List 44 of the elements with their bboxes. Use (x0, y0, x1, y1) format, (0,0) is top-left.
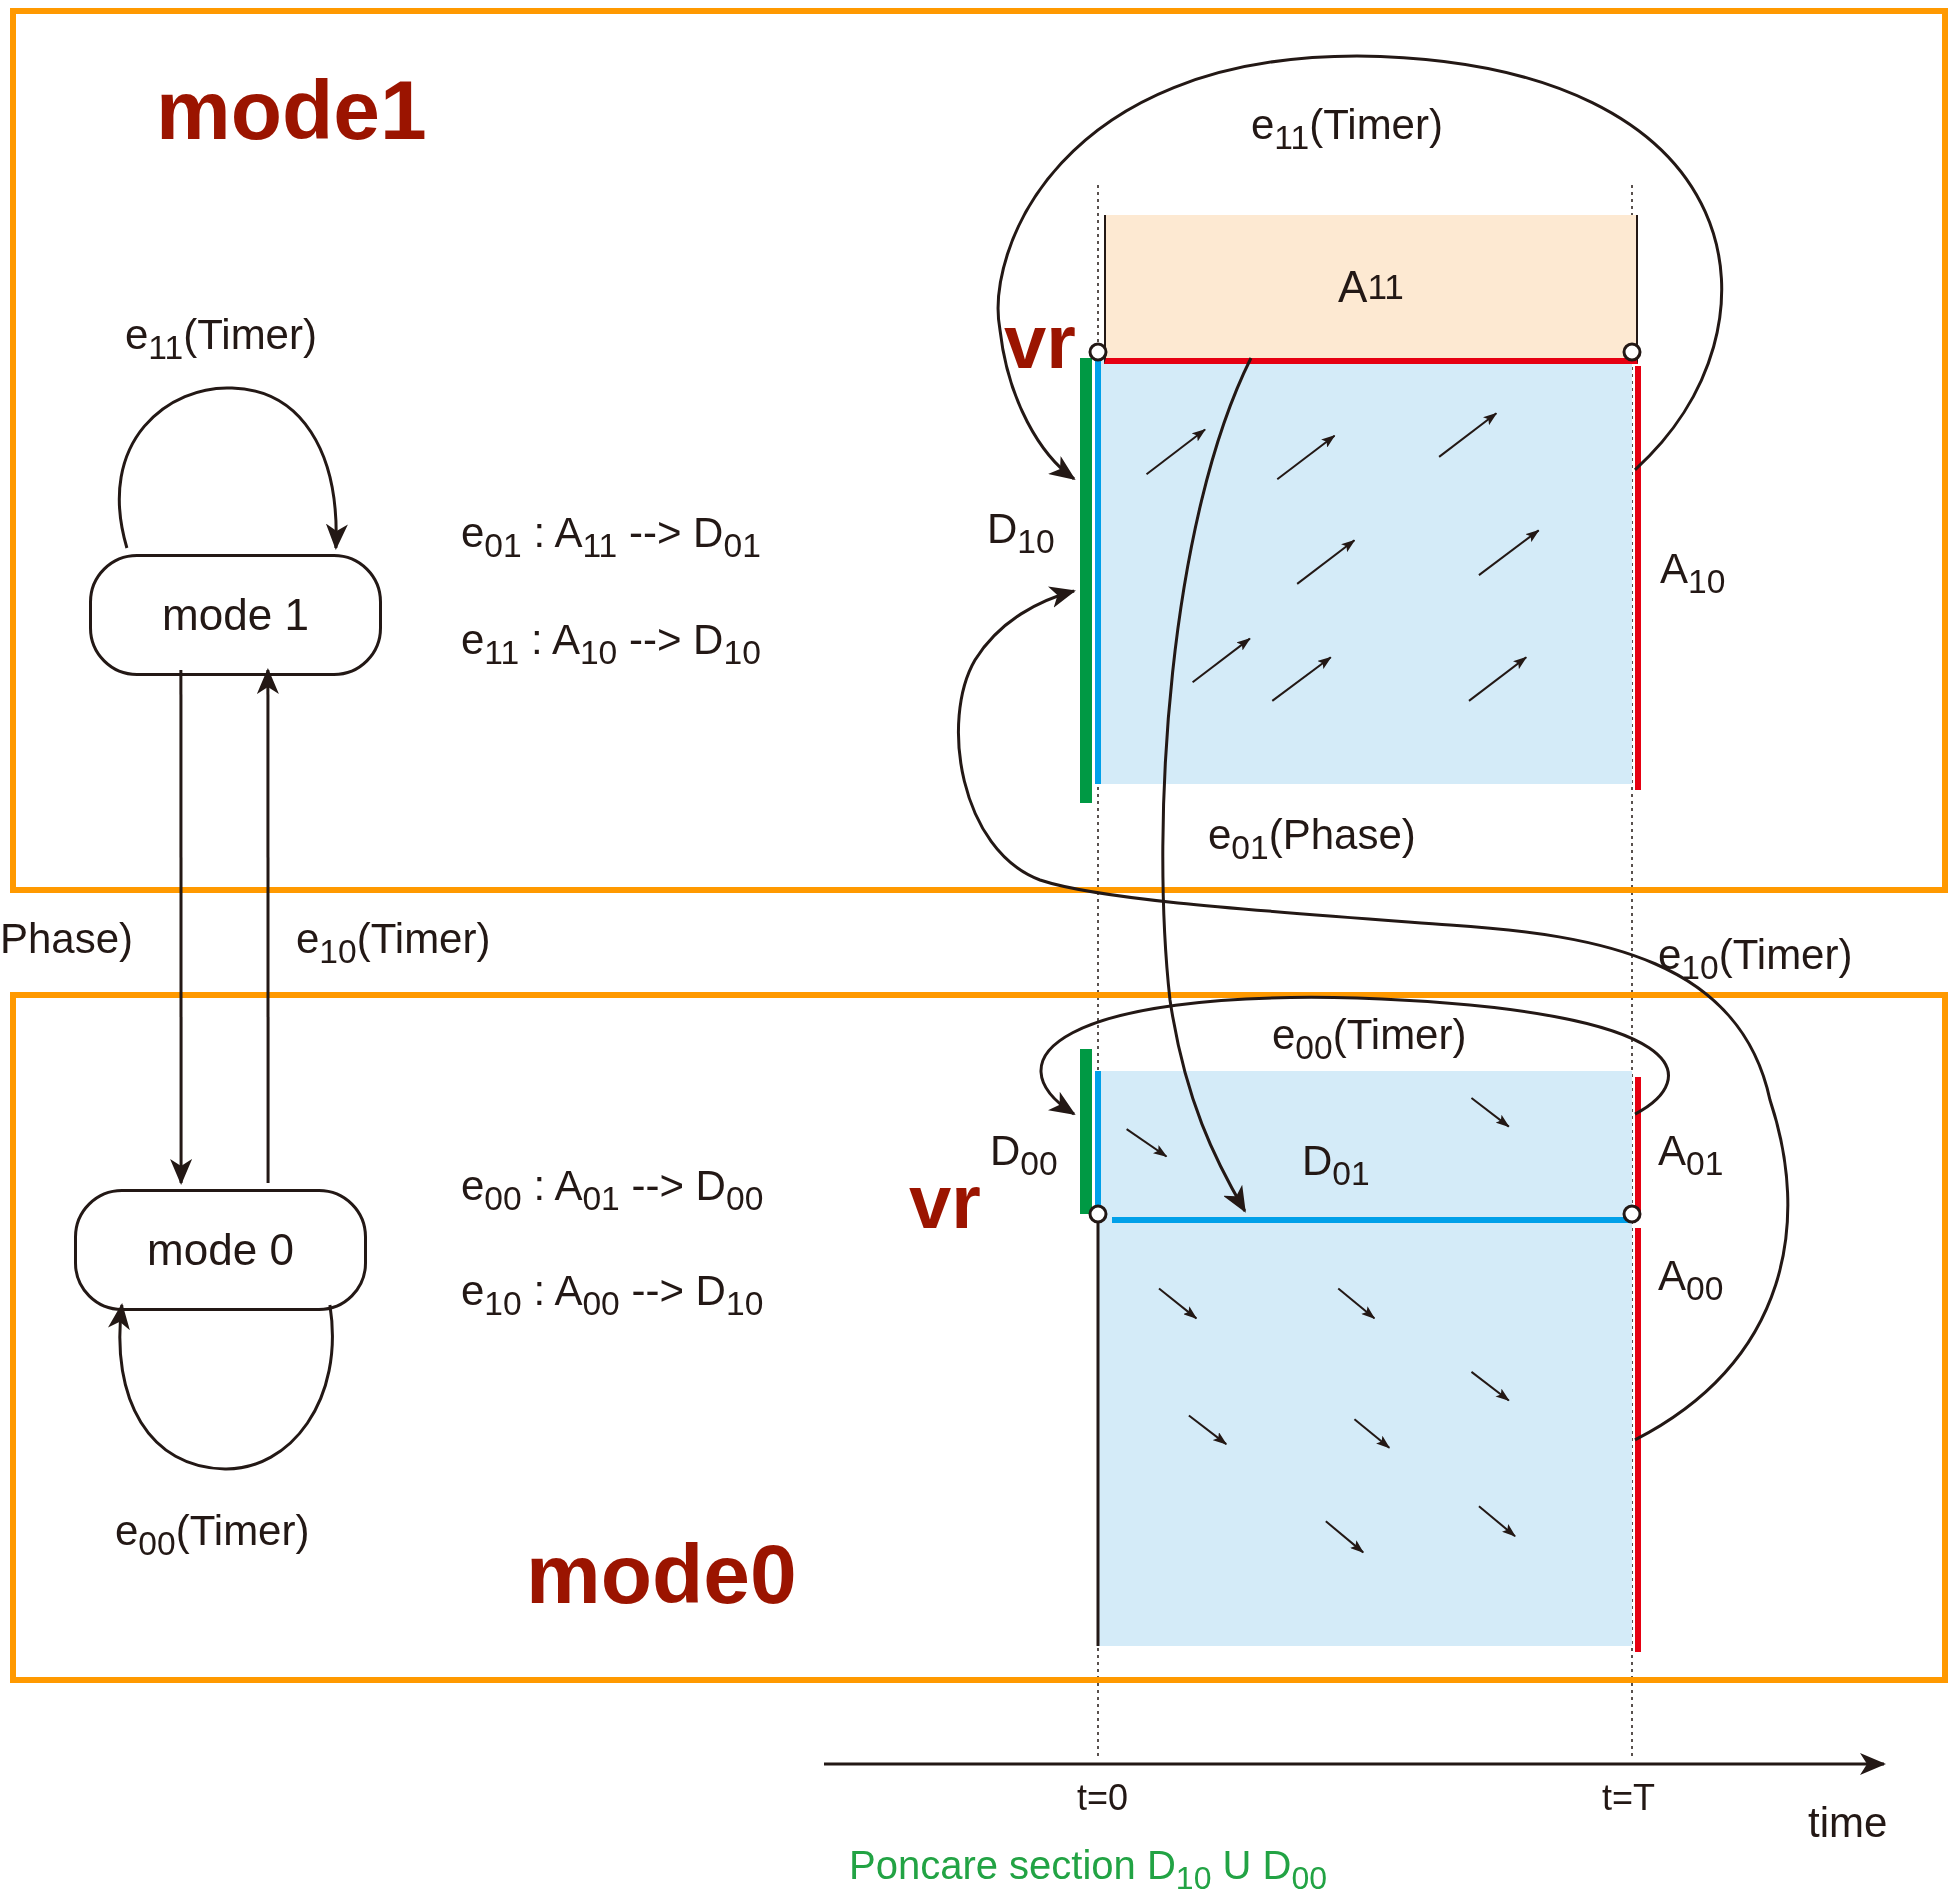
annotation: e$_{00}$ : A$_{01}$ --> D$_{00}$ (461, 1163, 764, 1219)
edge-label: e$_{00}$(Timer) (1272, 1012, 1467, 1068)
arrow (170, 670, 193, 1185)
arrow (1161, 357, 1253, 1213)
boundary-bar (1112, 1217, 1630, 1223)
edge-label: Phase) (0, 916, 134, 963)
panel-title: mode1 (156, 64, 427, 157)
edge-label: e$_{10}$(Timer) (296, 916, 491, 972)
boundary-bar (1635, 1228, 1641, 1652)
boundary-bar (1635, 1077, 1641, 1212)
mode-panel (10, 8, 1948, 893)
annotation: e$_{10}$ : A$_{00}$ --> D$_{10}$ (461, 1268, 764, 1324)
state-node: mode 1 (89, 554, 382, 676)
caption: Poncare section D$_{10}$ U D$_{00}$ (849, 1843, 1328, 1896)
bar-label: A$_{00}$ (1658, 1253, 1724, 1309)
panel-title: mode0 (526, 1528, 797, 1621)
arrow (997, 54, 1723, 481)
arrow (108, 1303, 334, 1471)
section-label: vr (1004, 300, 1076, 384)
bar-label: D$_{01}$ (1302, 1138, 1370, 1194)
annotation: time (1808, 1800, 1888, 1847)
edge-label: e$_{11}$(Timer) (1251, 102, 1443, 158)
bar-label: D$_{00}$ (990, 1128, 1058, 1184)
annotation: t=T (1602, 1778, 1655, 1818)
edge-label: e$_{00}$(Timer) (115, 1508, 310, 1564)
state-node: mode 0 (74, 1189, 367, 1311)
arrow (957, 587, 1789, 1442)
edge-label: e$_{11}$(Timer) (125, 312, 317, 368)
boundary-bar (1080, 358, 1092, 803)
bar-label: A$_{10}$ (1660, 546, 1726, 602)
boundary-bar (1080, 1049, 1092, 1214)
annotation: e$_{11}$ : A$_{10}$ --> D$_{10}$ (461, 617, 761, 673)
arrow (256, 668, 279, 1183)
section-label: vr (909, 1160, 981, 1244)
boundary-bar (1635, 366, 1641, 790)
bar-label: A$_{01}$ (1658, 1128, 1724, 1184)
bar-label: D$_{10}$ (987, 506, 1055, 562)
annotation: e$_{01}$ : A$_{11}$ --> D$_{01}$ (461, 510, 761, 566)
edge-label: e$_{01}$(Phase) (1208, 812, 1416, 868)
arrow (1040, 996, 1670, 1116)
annotation: t=0 (1077, 1778, 1129, 1818)
edge-label: e$_{10}$(Timer) (1658, 932, 1853, 988)
arrow (117, 386, 347, 550)
mode-panel (10, 992, 1948, 1683)
